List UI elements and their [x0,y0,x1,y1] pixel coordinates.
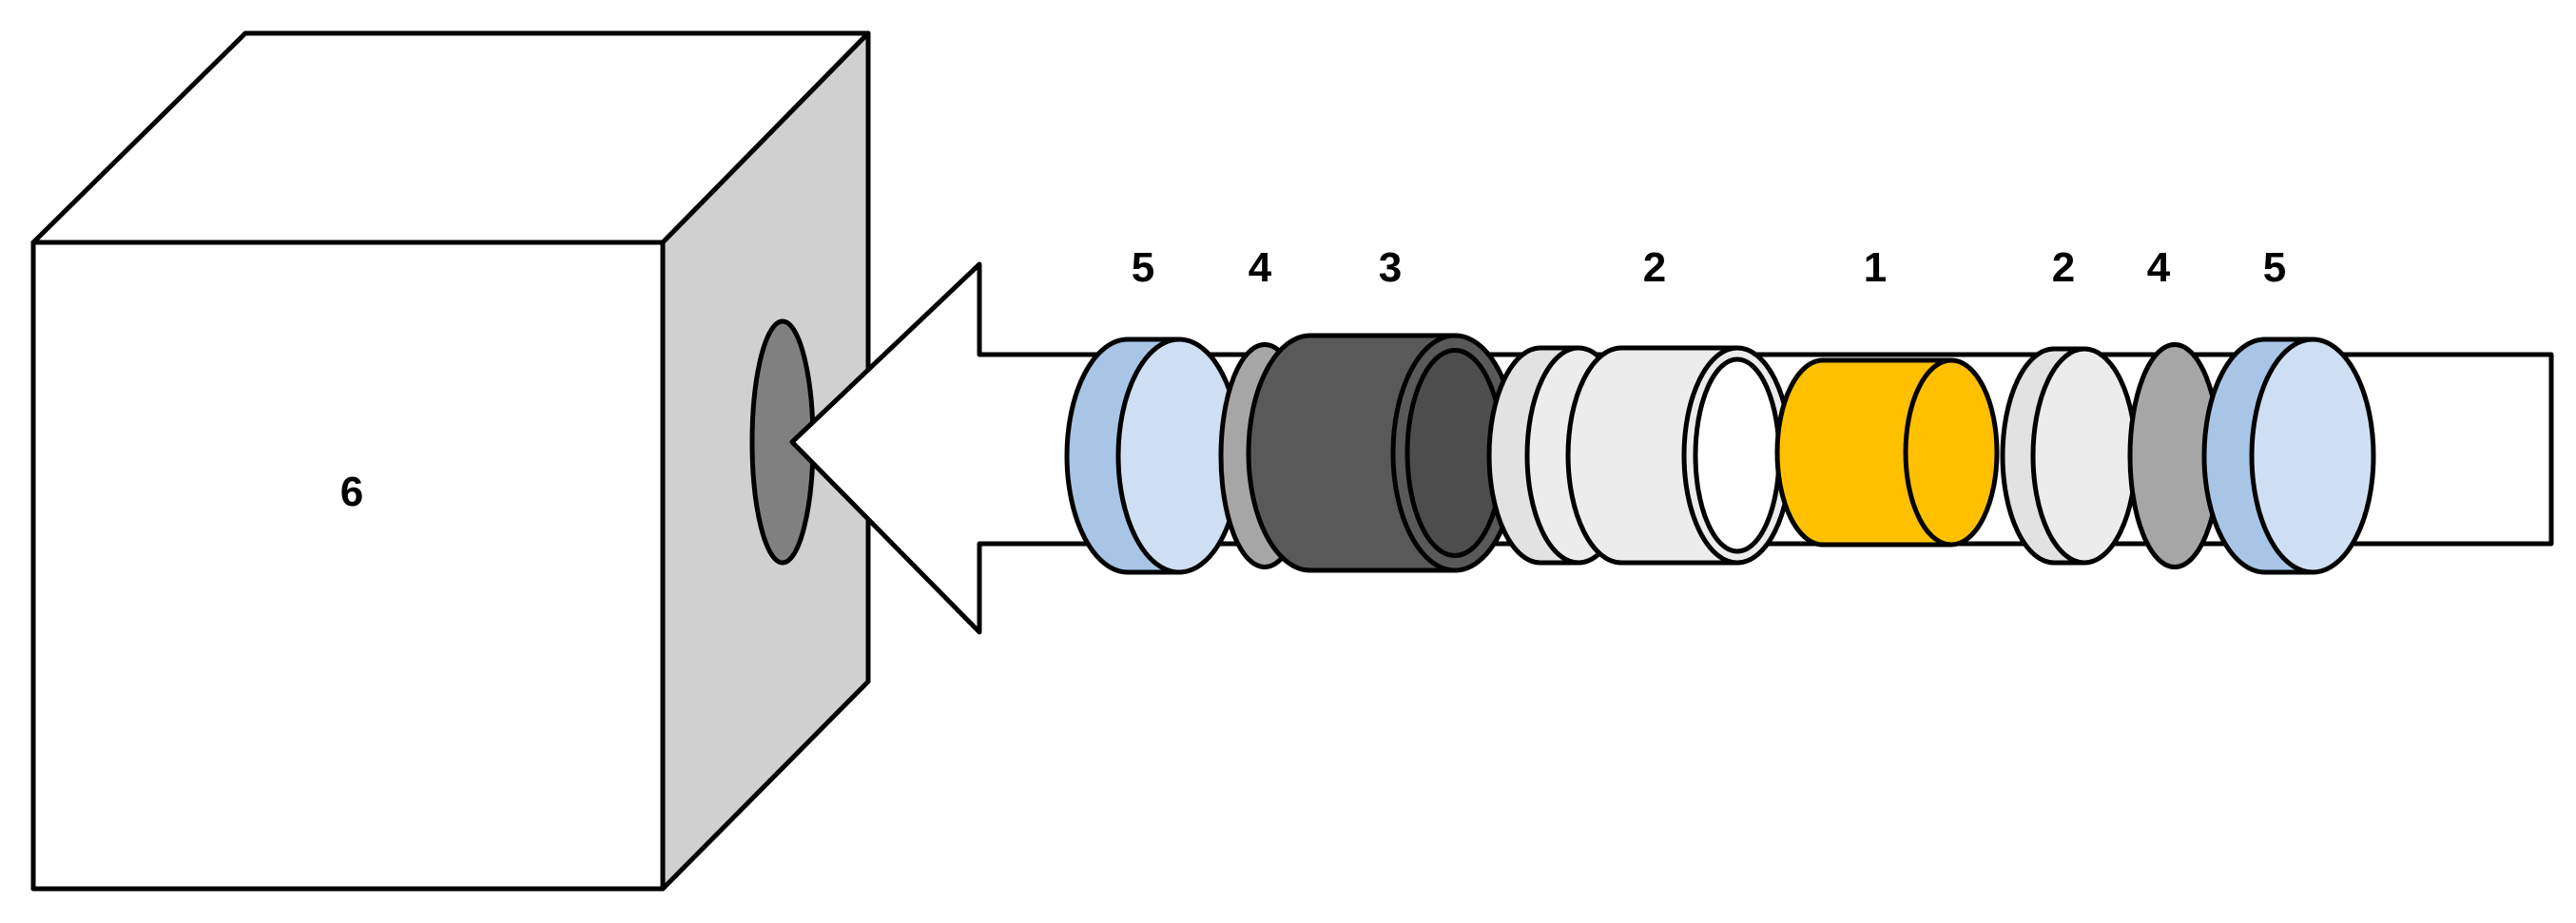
ring-2-right [2000,346,2139,566]
label-5-left: 5 [1132,244,1154,291]
disc-5-right [2201,337,2376,575]
label-5-right: 5 [2263,244,2286,291]
cylinder-3 [1246,333,1520,573]
cube-front-face [30,240,666,892]
label-1: 1 [1864,244,1887,291]
label-3: 3 [1379,244,1402,291]
label-6: 6 [340,469,363,515]
label-2-left: 2 [1643,244,1666,291]
disc-5-left [1064,337,1243,575]
cube-6: 6 [30,30,871,892]
sleeve-2-left [1565,345,1793,566]
cylinder-1 [1774,357,2000,548]
label-2-right: 2 [2052,244,2075,291]
label-4-left: 4 [1249,244,1272,291]
label-4-right: 4 [2147,244,2171,291]
